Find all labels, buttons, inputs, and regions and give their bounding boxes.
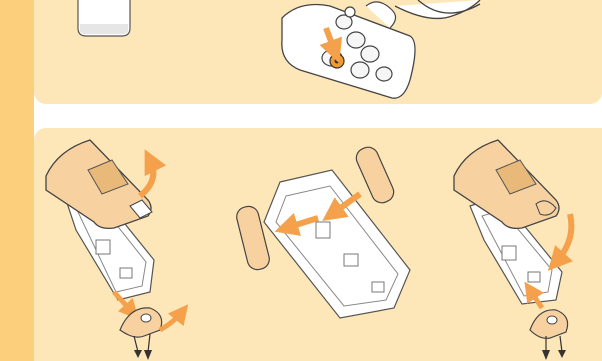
figure-swap-batteries	[235, 144, 410, 318]
remote-buttons-figure	[282, 0, 480, 98]
figure-close-cover	[454, 140, 571, 360]
battery-left	[235, 204, 272, 271]
cylinder-device	[78, 0, 130, 36]
figure-open-cover	[46, 140, 182, 360]
